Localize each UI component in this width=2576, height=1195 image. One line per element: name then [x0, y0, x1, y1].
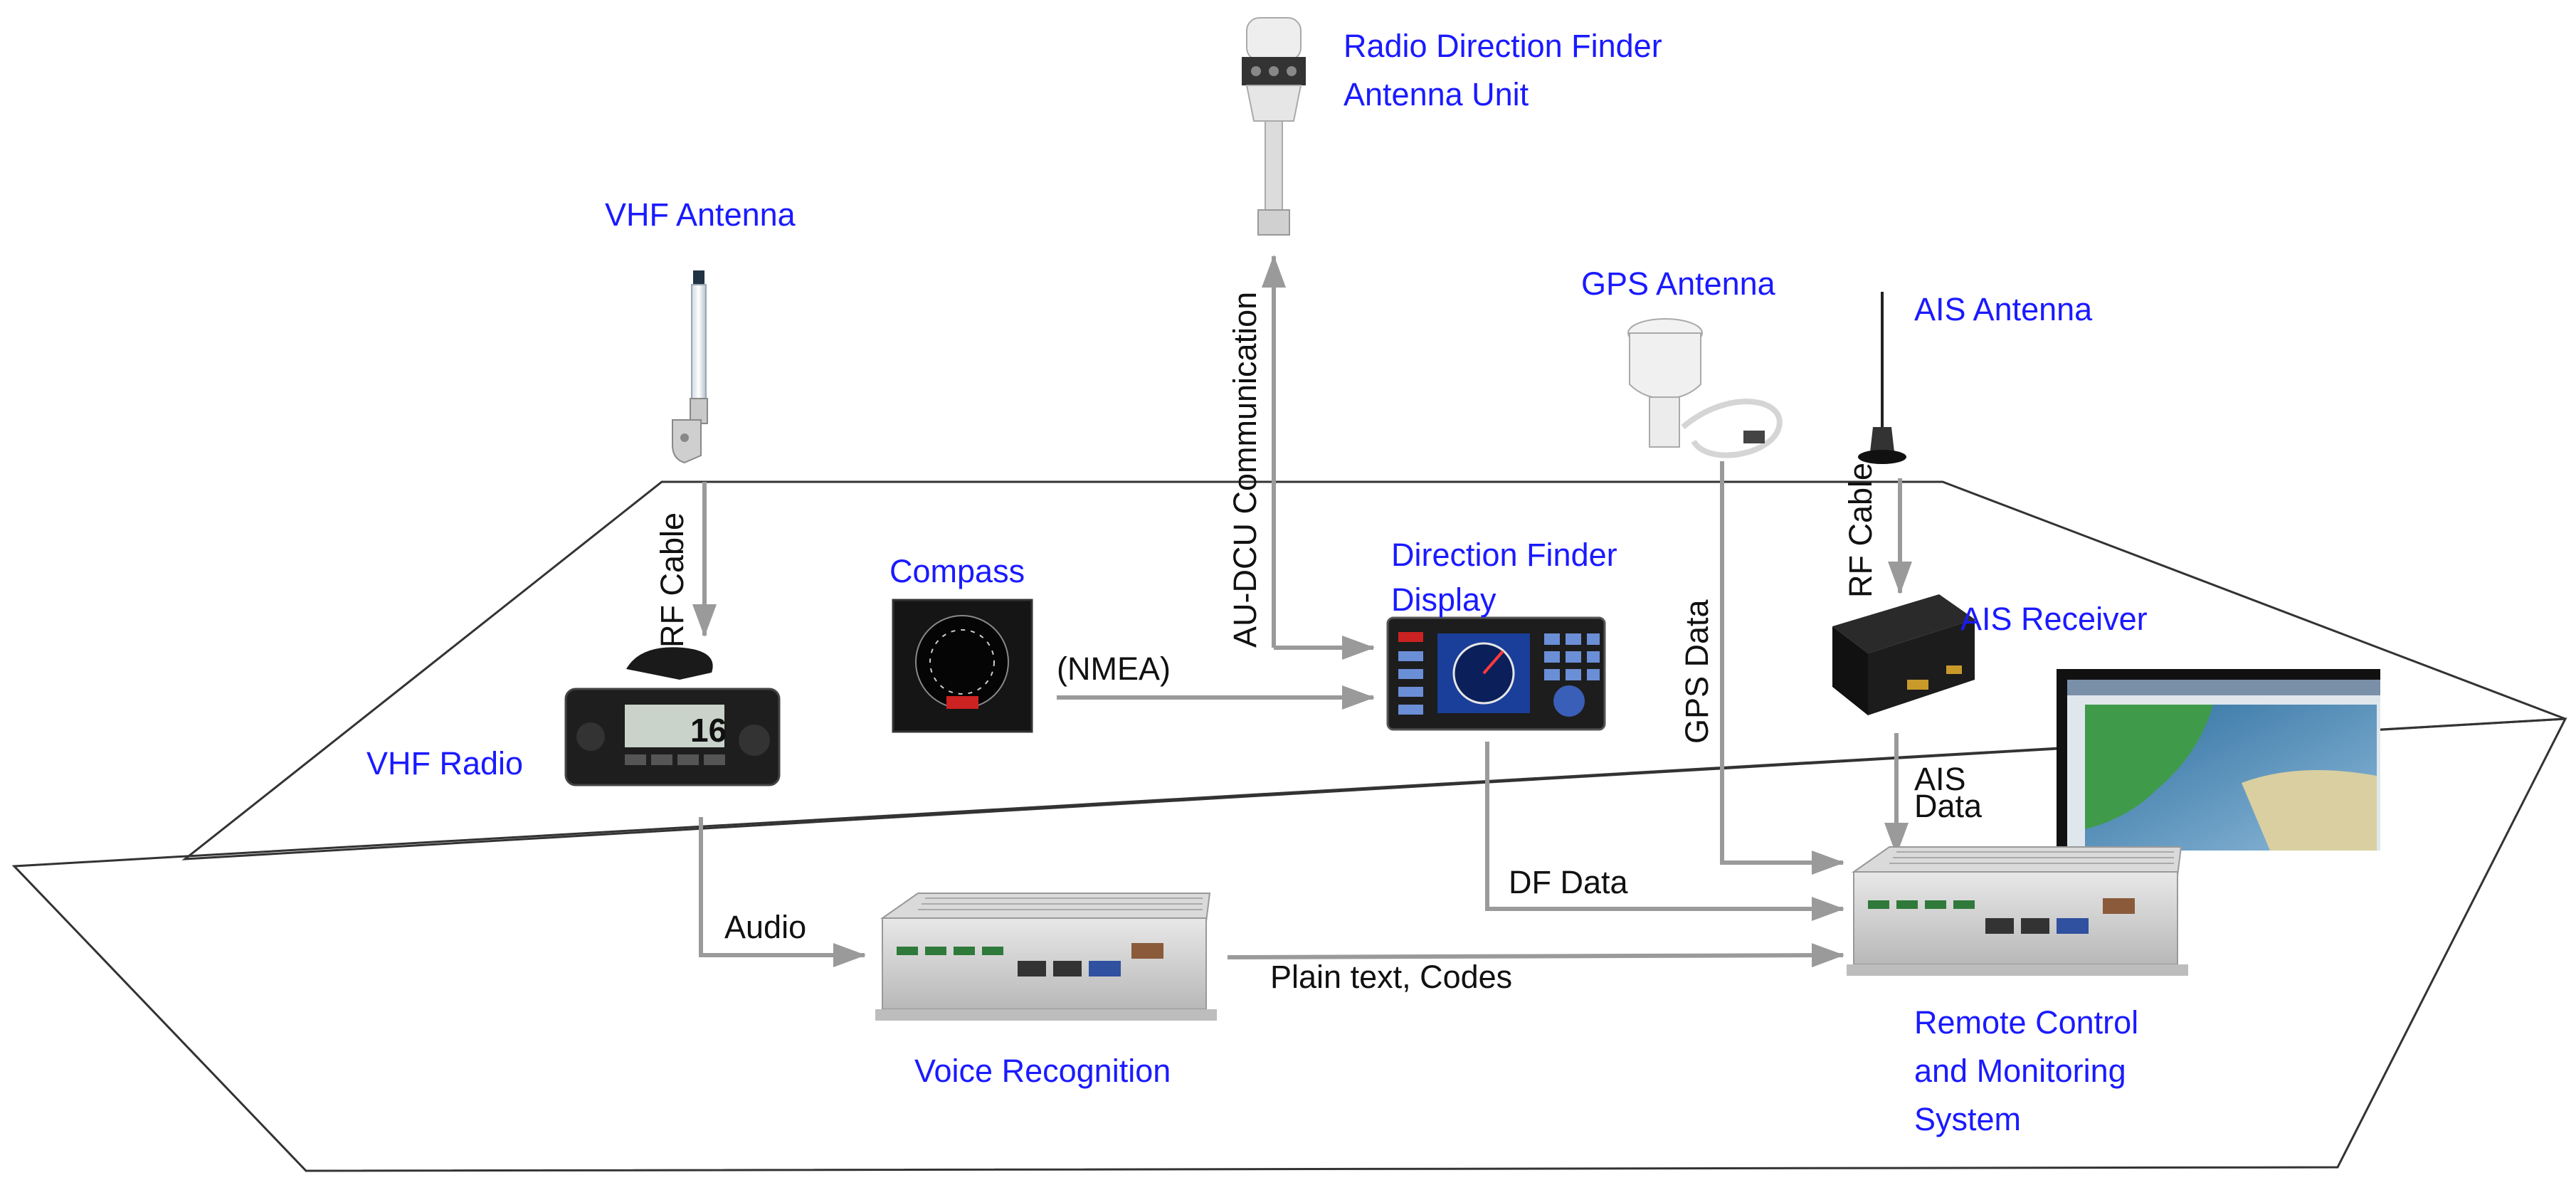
plain-text-label: Plain text, Codes: [1270, 959, 1512, 995]
vhf-radio-label: VHF Radio: [366, 745, 523, 781]
ais-data-label-line2: Data: [1914, 788, 1983, 824]
nmea-label: (NMEA): [1057, 651, 1171, 687]
rdf-antenna-label-line2: Antenna Unit: [1344, 76, 1529, 112]
vhf-antenna-label: VHF Antenna: [605, 196, 796, 233]
rdf-antenna-unit-image: [1242, 17, 1306, 236]
gps-antenna-image: [1627, 318, 1783, 458]
rf-cable-vhf-label: RF Cable: [654, 512, 690, 648]
vhf-radio-image: [564, 647, 781, 786]
rcms-image: [1847, 846, 2188, 976]
ais-antenna-image: [1858, 292, 1906, 464]
chart-monitor-image: [2057, 669, 2380, 851]
df-display-label-line2: Display: [1391, 581, 1496, 618]
compass-label: Compass: [890, 553, 1025, 589]
lower-deck-plane: [11, 717, 2567, 1172]
audio-label: Audio: [724, 909, 806, 945]
df-display-image: [1386, 616, 1606, 731]
rcms-label-line3: System: [1914, 1101, 2021, 1137]
rcms-label-line1: Remote Control: [1914, 1004, 2138, 1041]
df-data-label: DF Data: [1509, 864, 1629, 900]
df-data-arrow: [1485, 742, 1844, 921]
df-display-label-line1: Direction Finder: [1391, 537, 1617, 573]
ais-receiver-image: [1832, 594, 1975, 715]
gps-data-arrow: [1720, 461, 1844, 875]
plain-text-arrow: [1227, 943, 1844, 968]
au-dcu-label: AU-DCU Communication: [1227, 292, 1263, 648]
ais-receiver-label: AIS Receiver: [1960, 601, 2148, 637]
rdf-antenna-label-line1: Radio Direction Finder: [1344, 28, 1662, 64]
rf-cable-ais-label: RF Cable: [1842, 463, 1879, 598]
vhf-radio-channel-display: 16: [690, 712, 727, 749]
compass-image: [892, 599, 1033, 733]
voice-recognition-label: Voice Recognition: [914, 1053, 1171, 1089]
gps-data-label: GPS Data: [1679, 599, 1715, 744]
gps-antenna-label: GPS Antenna: [1581, 265, 1776, 302]
rcms-label-line2: and Monitoring: [1914, 1053, 2126, 1089]
ais-antenna-label: AIS Antenna: [1914, 291, 2093, 327]
voice-recognition-image: [875, 893, 1217, 1021]
ais-data-label-line1: AIS: [1914, 761, 1966, 797]
vhf-antenna-image: [672, 270, 708, 464]
audio-arrow: [699, 817, 866, 967]
